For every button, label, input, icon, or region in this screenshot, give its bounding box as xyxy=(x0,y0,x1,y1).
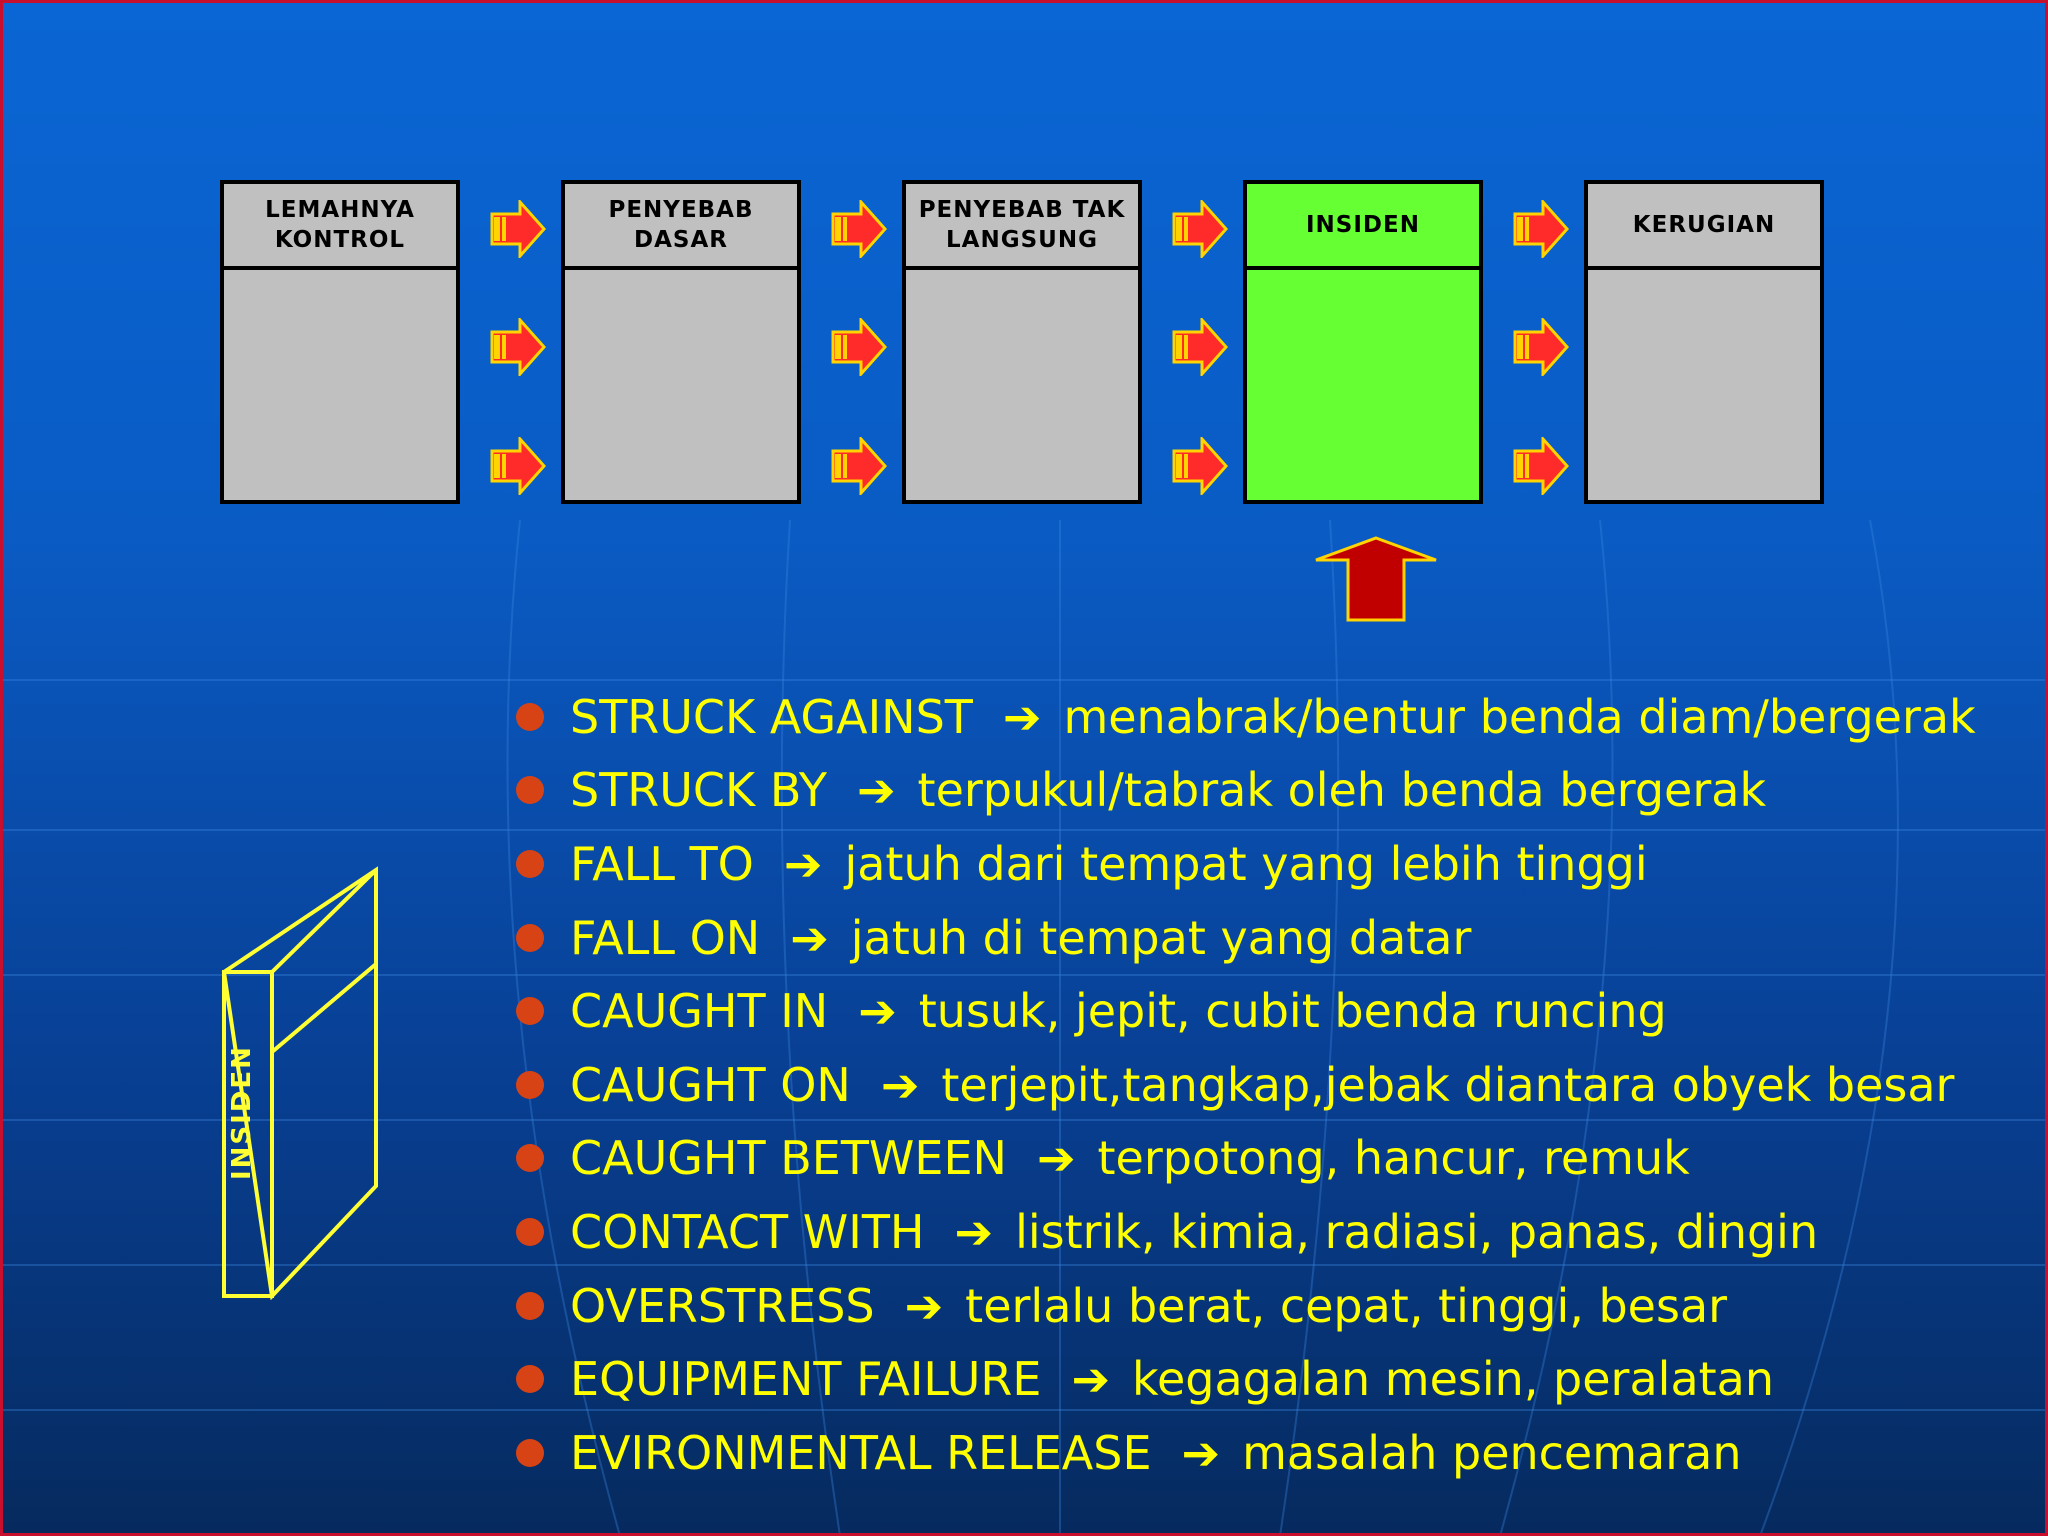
box-insiden: INSIDEN xyxy=(1243,180,1483,504)
list-item: EVIRONMENTAL RELEASE ➔ masalah pencemaran xyxy=(516,1416,1976,1490)
flow-arrow-icon xyxy=(831,200,887,258)
arrow-right-icon: ➔ xyxy=(858,984,897,1039)
flow-arrow-icon xyxy=(490,437,546,495)
insiden-block-icon: INSIDEN xyxy=(221,866,378,1300)
arrow-right-icon: ➔ xyxy=(1036,1131,1076,1186)
item-term: CONTACT WITH xyxy=(570,1204,925,1259)
item-term: CAUGHT IN xyxy=(570,984,829,1039)
bullet-icon xyxy=(516,923,544,952)
item-description: jatuh di tempat yang datar xyxy=(850,910,1472,965)
list-item: FALL ON ➔ jatuh di tempat yang datar xyxy=(516,901,1976,975)
bullet-icon xyxy=(516,1291,544,1320)
box-label: INSIDEN xyxy=(1247,184,1479,270)
arrow-right-icon: ➔ xyxy=(1002,689,1042,744)
bullet-icon xyxy=(516,849,544,878)
bullet-icon xyxy=(516,776,544,805)
bullet-icon xyxy=(516,702,544,731)
flow-arrow-icon xyxy=(1172,437,1228,495)
item-term: FALL ON xyxy=(570,910,761,965)
item-description: jatuh dari tempat yang lebih tinggi xyxy=(844,836,1648,891)
list-item: FALL TO ➔ jatuh dari tempat yang lebih tin… xyxy=(516,827,1976,901)
arrow-right-icon: ➔ xyxy=(856,763,896,818)
bullet-icon xyxy=(516,1438,544,1467)
bullet-icon xyxy=(516,997,544,1026)
item-description: kegagalan mesin, peralatan xyxy=(1131,1352,1775,1407)
box-label: LEMAHNYA KONTROL xyxy=(224,184,456,270)
item-term: STRUCK BY xyxy=(570,763,827,818)
item-term: STRUCK AGAINST xyxy=(570,689,973,744)
list-item: OVERSTRESS ➔ terlalu berat, cepat, tinggi,… xyxy=(516,1269,1976,1343)
item-description: listrik, kimia, radiasi, panas, dingin xyxy=(1015,1204,1819,1259)
flow-arrow-icon xyxy=(1172,318,1228,376)
arrow-right-icon: ➔ xyxy=(954,1204,994,1259)
side-label: INSIDEN xyxy=(227,1045,257,1180)
box-label: KERUGIAN xyxy=(1588,184,1820,270)
flow-arrow-icon xyxy=(831,318,887,376)
flow-arrow-icon xyxy=(1172,200,1228,258)
box-kerugian: KERUGIAN xyxy=(1584,180,1824,504)
item-description: terpukul/tabrak oleh benda bergerak xyxy=(917,763,1767,818)
up-arrow-icon xyxy=(1315,536,1437,622)
list-item: STRUCK AGAINST ➔ menabrak/bentur benda dia… xyxy=(516,680,1976,754)
bullet-icon xyxy=(516,1217,544,1246)
item-term: CAUGHT ON xyxy=(570,1057,851,1112)
flow-arrow-icon xyxy=(831,437,887,495)
item-description: masalah pencemaran xyxy=(1242,1425,1742,1480)
item-description: terpotong, hancur, remuk xyxy=(1097,1131,1690,1186)
bullet-icon xyxy=(516,1365,544,1394)
box-label: PENYEBAB TAK LANGSUNG xyxy=(906,184,1138,270)
list-item: CAUGHT ON ➔ terjepit,tangkap,jebak diantar… xyxy=(516,1048,1976,1122)
list-item: CONTACT WITH ➔ listrik, kimia, radiasi, pa… xyxy=(516,1195,1976,1269)
item-description: terlalu berat, cepat, tinggi, besar xyxy=(965,1278,1728,1333)
item-description: tusuk, jepit, cubit benda runcing xyxy=(918,984,1667,1039)
flow-arrow-icon xyxy=(1513,318,1569,376)
box-lemahnya-kontrol: LEMAHNYA KONTROL xyxy=(220,180,460,504)
flow-arrow-icon xyxy=(1513,437,1569,495)
arrow-right-icon: ➔ xyxy=(904,1278,944,1333)
box-penyebab-dasar: PENYEBAB DASAR xyxy=(561,180,801,504)
item-description: menabrak/bentur benda diam/bergerak xyxy=(1063,689,1976,744)
arrow-right-icon: ➔ xyxy=(1071,1352,1110,1407)
arrow-right-icon: ➔ xyxy=(1181,1425,1221,1480)
list-item: CAUGHT BETWEEN ➔ terpotong, hancur, remuk xyxy=(516,1122,1976,1196)
item-description: terjepit,tangkap,jebak diantara obyek be… xyxy=(941,1057,1955,1112)
item-term: EQUIPMENT FAILURE xyxy=(570,1352,1042,1407)
item-term: FALL TO xyxy=(570,836,754,891)
arrow-right-icon: ➔ xyxy=(783,836,823,891)
list-item: EQUIPMENT FAILURE ➔ kegagalan mesin, peral… xyxy=(516,1342,1976,1416)
flow-arrow-icon xyxy=(490,318,546,376)
flow-arrow-icon xyxy=(1513,200,1569,258)
box-penyebab-tak-langsung: PENYEBAB TAK LANGSUNG xyxy=(902,180,1142,504)
list-item: CAUGHT IN ➔ tusuk, jepit, cubit benda runc… xyxy=(516,974,1976,1048)
incident-type-list: STRUCK AGAINST ➔ menabrak/bentur benda dia… xyxy=(516,680,1976,1490)
box-label: PENYEBAB DASAR xyxy=(565,184,797,270)
arrow-right-icon: ➔ xyxy=(790,910,829,965)
item-term: CAUGHT BETWEEN xyxy=(570,1131,1007,1186)
item-term: OVERSTRESS xyxy=(570,1278,875,1333)
bullet-icon xyxy=(516,1144,544,1173)
list-item: STRUCK BY ➔ terpukul/tabrak oleh benda ber… xyxy=(516,754,1976,828)
arrow-right-icon: ➔ xyxy=(880,1057,920,1112)
bullet-icon xyxy=(516,1070,544,1099)
flow-arrow-icon xyxy=(490,200,546,258)
item-term: EVIRONMENTAL RELEASE xyxy=(570,1425,1152,1480)
